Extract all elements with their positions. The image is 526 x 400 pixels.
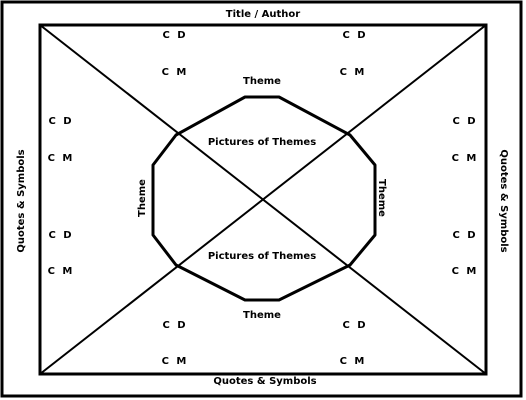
cm-label-top-left: C M (161, 67, 189, 78)
cm-label-right-lower: C M (451, 266, 479, 277)
cd-label-right-upper: C D (452, 116, 478, 127)
cm-label-bottom-right: C M (339, 356, 367, 367)
inner-frame (38, 23, 488, 376)
cd-label-left-lower: C D (48, 230, 74, 241)
theme-bottom-label: Theme (243, 310, 281, 321)
theme-top-label: Theme (243, 76, 281, 87)
cd-label-left-upper: C D (48, 116, 74, 127)
cm-label-bottom-left: C M (161, 356, 189, 367)
theme-circle (151, 95, 377, 302)
cm-label-top-right: C M (339, 67, 367, 78)
quotes-symbols-bottom-label: Quotes & Symbols (213, 376, 317, 387)
cd-label-bottom-left: C D (162, 320, 188, 331)
cd-label-bottom-right: C D (342, 320, 368, 331)
pictures-of-themes-top-label: Pictures of Themes (207, 137, 317, 148)
pictures-of-themes-bottom-label: Pictures of Themes (207, 251, 317, 262)
cm-label-left-upper: C M (47, 153, 75, 164)
title-author-label: Title / Author (225, 9, 301, 20)
cd-label-top-right: C D (342, 30, 368, 41)
quotes-symbols-right-label: Quotes & Symbols (498, 149, 509, 253)
cd-label-right-lower: C D (452, 230, 478, 241)
theme-left-label: Theme (137, 179, 148, 217)
cd-label-top-left: C D (162, 30, 188, 41)
cm-label-right-upper: C M (451, 153, 479, 164)
cm-label-left-lower: C M (47, 266, 75, 277)
quotes-symbols-left-label: Quotes & Symbols (16, 149, 27, 253)
theme-right-label: Theme (376, 179, 387, 217)
diagonal-line-right-to-left (39, 24, 487, 375)
